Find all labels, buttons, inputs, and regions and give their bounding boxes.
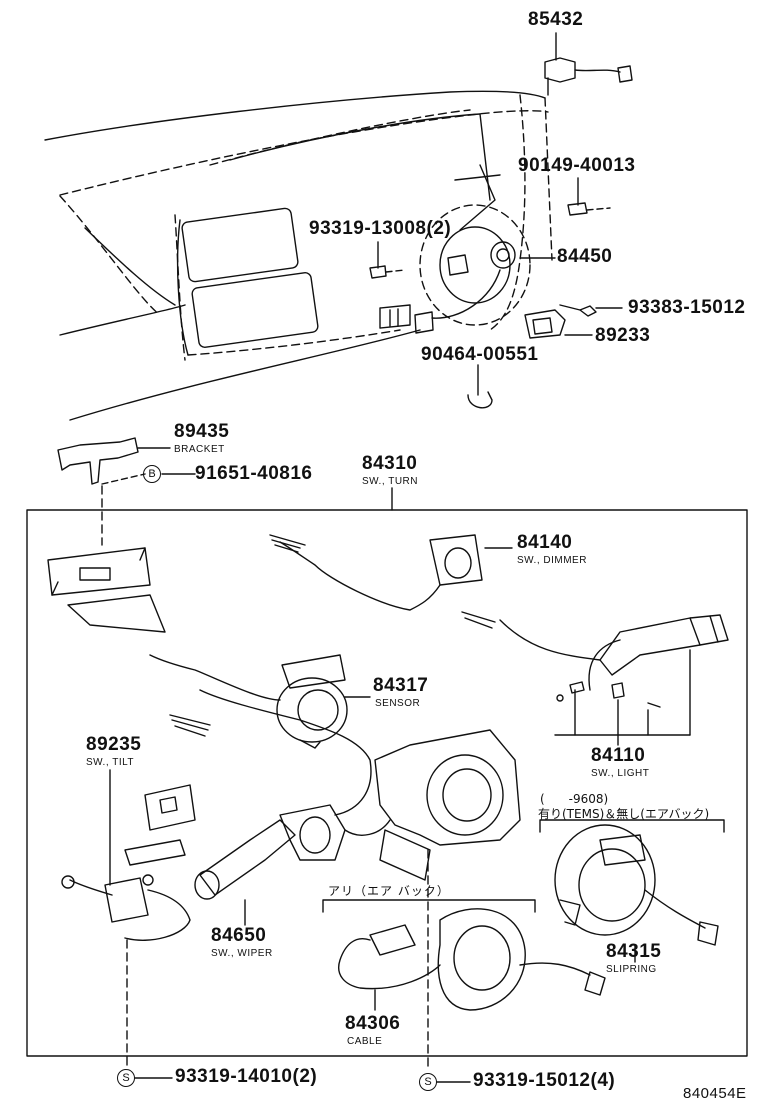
bolt-90149-drawing: [568, 178, 610, 215]
part-label-sw-turn: SW., TURN: [362, 476, 418, 487]
part-number-89435: 89435: [174, 421, 230, 442]
part-label-slipring: SLIPRING: [606, 964, 657, 975]
switch-89233-drawing: [525, 305, 622, 338]
turn-switch-body-drawing: [375, 730, 520, 1070]
part-number-91651-40816: 91651-40816: [195, 463, 313, 484]
light-switch-84110-drawing: [462, 612, 728, 745]
clip-90464-drawing: [468, 365, 492, 408]
turn-switch-assembly-box: [27, 510, 747, 1056]
wiper-switch-84650-drawing: [170, 690, 390, 925]
part-number-84110: 84110: [591, 745, 646, 766]
part-number-84450: 84450: [557, 246, 613, 267]
part-number-93383-15012: 93383-15012: [628, 297, 746, 318]
part-number-84306: 84306: [345, 1013, 401, 1034]
cable-84306-drawing: [339, 909, 605, 1010]
part-number-84650: 84650: [211, 925, 267, 946]
part-number-89235: 89235: [86, 734, 142, 755]
part-number-90149-40013: 90149-40013: [518, 155, 636, 176]
connector-85432-drawing: [545, 33, 632, 95]
note-with-airbag: アリ（エア バック）: [328, 884, 450, 898]
part-number-90464-00551: 90464-00551: [421, 344, 539, 365]
part-number-93319-13008: 93319-13008(2): [309, 218, 452, 239]
dashboard-outline: [45, 91, 552, 420]
part-number-84310: 84310: [362, 453, 418, 474]
diagram-id: 840454E: [683, 1085, 747, 1102]
marker-s-circle-right: S: [419, 1073, 437, 1091]
part-label-sw-tilt: SW., TILT: [86, 757, 135, 768]
dimmer-switch-84140-drawing: [270, 535, 512, 610]
part-number-84140: 84140: [517, 532, 573, 553]
screw-93319-13008-drawing: [370, 242, 405, 278]
note-with-tems-no-airbag: 有り(TEMS)＆無し(エアバック): [538, 807, 710, 821]
part-label-cable: CABLE: [347, 1036, 383, 1047]
tilt-switch-89235-drawing: [62, 770, 195, 940]
note-date-range: ( -9608): [540, 792, 609, 806]
part-label-sw-wiper: SW., WIPER: [211, 948, 273, 959]
bracket-89435-drawing: [58, 438, 195, 484]
part-number-93319-15012: 93319-15012(4): [473, 1070, 616, 1091]
part-number-93319-14010: 93319-14010(2): [175, 1066, 318, 1087]
part-label-bracket: BRACKET: [174, 444, 225, 455]
airbag-bracket-line: [323, 900, 535, 912]
part-label-sensor: SENSOR: [375, 698, 421, 709]
part-number-84317: 84317: [373, 675, 429, 696]
tems-bracket-line: [540, 820, 724, 832]
part-label-sw-dimmer: SW., DIMMER: [517, 555, 587, 566]
sensor-84317-drawing: [150, 655, 370, 748]
slipring-84315-drawing: [555, 825, 718, 962]
steering-column-area: [380, 205, 530, 333]
part-number-85432: 85432: [528, 9, 584, 30]
marker-b-circle: B: [143, 465, 161, 483]
part-number-89233: 89233: [595, 325, 651, 346]
part-label-sw-light: SW., LIGHT: [591, 768, 650, 779]
control-module-drawing: [48, 548, 165, 632]
marker-s-circle-left: S: [117, 1069, 135, 1087]
part-number-84315: 84315: [606, 941, 662, 962]
